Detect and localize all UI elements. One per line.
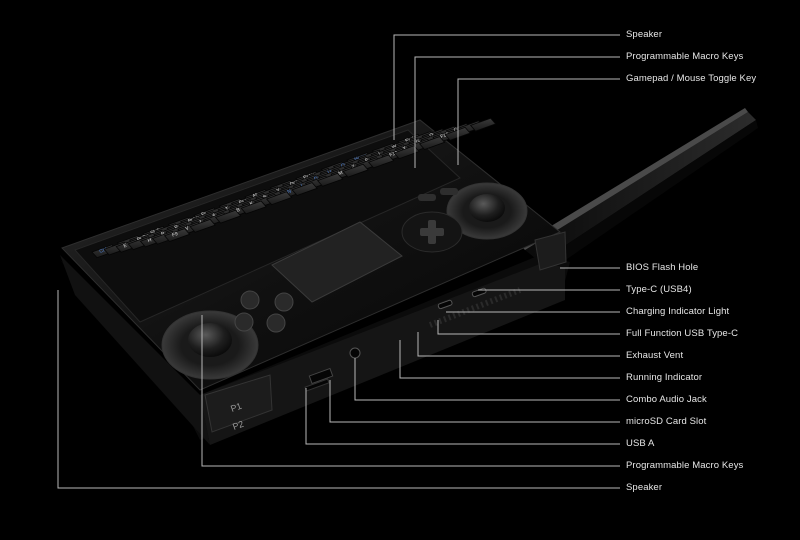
keyboard-key	[393, 145, 420, 160]
callout-label-speaker-bottom: Speaker	[626, 482, 663, 493]
leader-line-speaker-bottom	[57, 290, 620, 489]
key-legend: Fn	[201, 210, 209, 218]
key-legend: F9	[171, 231, 179, 239]
leader-line-running-indicator	[399, 340, 620, 379]
leader-line-exhaust-vent	[417, 332, 620, 357]
keyboard-key	[265, 191, 293, 206]
keyboard-keys: CtrlShiftFnAltEnterHomeEndPgDnPgUpEscDel…	[91, 117, 497, 259]
shoulder-buttons: P1 P2	[204, 231, 567, 433]
shoulder-label-p2: P2	[231, 419, 245, 432]
key-legend: B	[236, 207, 242, 214]
shoulder-label-p1: P1	[229, 401, 243, 414]
key-legend: Z	[351, 164, 356, 171]
callout-label-gamepad-mouse-toggle: Gamepad / Mouse Toggle Key	[626, 73, 757, 84]
keyboard-key	[418, 136, 446, 150]
callout-label-speaker-top: Speaker	[626, 29, 663, 40]
leader-line-usb-a	[305, 388, 620, 445]
callout-label-running-indicator: Running Indicator	[626, 372, 703, 383]
callout-label-bios-flash-hole: BIOS Flash Hole	[626, 262, 699, 273]
right-controls	[401, 182, 528, 253]
keyboard-key	[342, 163, 369, 178]
callout-label-macro-keys-top: Programmable Macro Keys	[626, 51, 744, 62]
callout-label-type-c-usb4: Type-C (USB4)	[626, 284, 692, 295]
keyboard-key	[291, 182, 318, 196]
screen-lid	[520, 108, 758, 272]
leader-line-macro-keys-bottom	[201, 315, 620, 467]
key-legend: Y	[276, 187, 282, 194]
key-legend: G	[415, 139, 421, 146]
leader-line-full-usb-c	[437, 320, 620, 335]
key-legend: U	[327, 169, 333, 176]
key-legend: F12	[389, 150, 399, 159]
keyboard-key	[163, 228, 191, 242]
key-legend: O	[429, 132, 435, 139]
key-legend: Q	[340, 162, 346, 169]
key-legend: S	[262, 194, 268, 201]
callout-label-exhaust-vent: Exhaust Vent	[626, 350, 684, 361]
key-legend: Esc	[238, 198, 248, 207]
key-legend: H	[147, 237, 153, 244]
callout-label-macro-keys-bottom: Programmable Macro Keys	[626, 460, 744, 471]
key-legend: N	[287, 188, 293, 195]
leader-line-macro-keys-top	[414, 56, 620, 168]
device-shell	[60, 255, 570, 445]
touchpad	[271, 221, 403, 303]
key-legend: F	[364, 157, 369, 164]
key-legend: X	[402, 145, 408, 152]
callout-label-microsd: microSD Card Slot	[626, 416, 707, 427]
key-legend: A	[211, 212, 217, 219]
key-legend: V	[185, 225, 191, 232]
leader-line-gamepad-mouse-toggle	[457, 78, 620, 165]
key-legend: C	[453, 127, 459, 134]
keyboard-key	[469, 117, 497, 132]
leader-line-combo-audio	[354, 358, 620, 401]
key-legend: Alt	[252, 192, 260, 200]
callout-label-full-usb-c: Full Function USB Type-C	[626, 328, 739, 339]
keyboard-key	[214, 209, 242, 224]
key-legend: K	[249, 200, 255, 207]
key-legend: End	[405, 136, 416, 145]
front-ports	[304, 287, 522, 392]
key-legend: P	[160, 231, 166, 238]
keyboard-plate	[74, 129, 461, 323]
key-legend: I	[378, 151, 381, 157]
key-legend: R	[174, 224, 180, 231]
key-legend: Del	[289, 180, 298, 188]
callout-label-usb-a: USB A	[626, 438, 655, 449]
keyboard-key	[316, 172, 344, 187]
key-legend: Ctrl	[99, 247, 108, 255]
callout-leader-lines	[57, 34, 620, 489]
left-controls	[161, 290, 294, 380]
key-legend: D	[313, 175, 319, 182]
key-legend: J	[198, 219, 203, 226]
key-legend: M	[338, 170, 344, 177]
key-legend: W	[391, 144, 398, 151]
key-legend: E	[123, 242, 129, 249]
keyboard-key	[189, 218, 216, 233]
keyboard-key	[240, 200, 267, 215]
callout-label-combo-audio: Combo Audio Jack	[626, 394, 707, 405]
key-legend: F10	[440, 132, 450, 141]
leader-line-speaker-top	[393, 34, 620, 140]
keyboard-key	[367, 154, 395, 169]
key-legend: T	[225, 206, 230, 213]
key-legend: L	[300, 182, 305, 189]
leader-line-microsd	[329, 380, 620, 423]
callout-label-charging-light: Charging Indicator Light	[626, 306, 730, 317]
